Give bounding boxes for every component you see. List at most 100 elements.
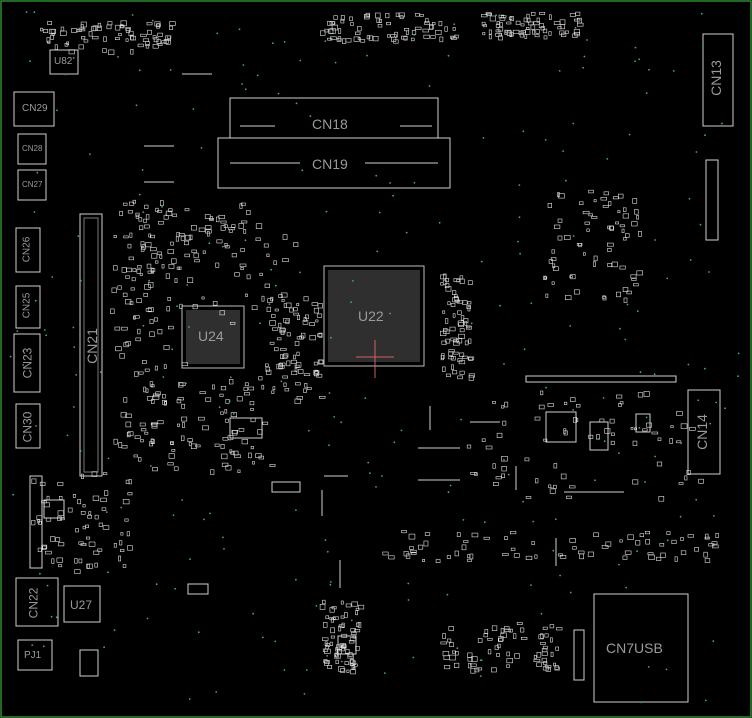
via [654,455,656,458]
pad [603,191,609,196]
pad [193,252,199,259]
via [648,68,650,71]
pad [128,30,134,37]
pad [666,531,671,535]
pad [357,26,362,32]
pad [411,37,415,42]
pad [157,420,164,425]
pad [488,34,492,40]
pad [162,399,167,405]
pad [139,422,146,427]
pad [592,261,596,267]
pad [481,21,486,26]
pad [150,384,155,388]
pad [184,240,189,246]
pad [120,24,125,29]
pad [123,342,129,348]
pad [557,218,563,223]
pad [454,34,459,39]
pad [118,555,122,562]
pad [559,19,566,25]
pad [555,646,560,651]
via [66,434,69,437]
pad [273,260,277,265]
pad [144,284,151,290]
pad [55,537,61,542]
pad [557,235,563,241]
pad [461,355,468,359]
via [142,211,145,214]
pad [619,539,623,543]
pad [143,218,147,223]
via [324,539,327,541]
via [666,539,669,542]
pad [241,220,248,224]
pad [558,193,565,199]
pad [50,536,56,542]
pad [344,661,349,666]
pad [548,259,553,264]
pad [540,26,545,31]
pad [125,27,130,33]
pad [240,267,244,270]
pad [354,31,361,36]
pad [300,332,306,339]
pad [467,663,472,669]
pad [470,663,477,667]
cn14-outline [687,389,721,475]
pad [179,382,186,386]
pad [456,300,464,304]
pad [251,305,258,311]
pad [458,333,465,339]
via [712,640,715,643]
via [626,303,629,306]
pad [523,17,529,23]
pad [676,411,683,416]
pad [86,563,90,569]
via [9,355,12,358]
pad [103,36,107,42]
pad [313,371,319,377]
pad [516,621,523,625]
via [413,181,416,184]
pad [243,386,248,391]
via [107,571,109,574]
pad [458,360,466,365]
pad [463,318,469,324]
pad [179,303,183,310]
pad [520,636,528,640]
pad [540,390,544,396]
pad [305,314,309,320]
pad [324,660,330,664]
pad [622,555,628,560]
via [283,41,286,43]
pad [441,353,445,359]
pad [279,354,285,359]
via [499,304,501,307]
pad [78,558,83,564]
pad [137,264,142,269]
pad [376,17,381,24]
via [574,26,577,29]
pad [149,331,155,337]
pad [388,555,395,560]
pad [443,329,450,334]
pad [496,653,500,657]
via [688,197,691,200]
cn13-outline [702,33,734,127]
pad [150,422,158,426]
pad [533,21,540,26]
pad [349,16,353,21]
via [84,543,87,546]
pad [243,229,247,234]
pad [140,241,145,247]
pad [386,34,391,38]
pad [41,544,48,549]
pad [333,15,338,20]
pad [548,31,552,36]
via [141,169,144,171]
pad [423,34,430,39]
via [582,66,584,69]
pad [58,564,63,568]
pad [51,558,55,564]
